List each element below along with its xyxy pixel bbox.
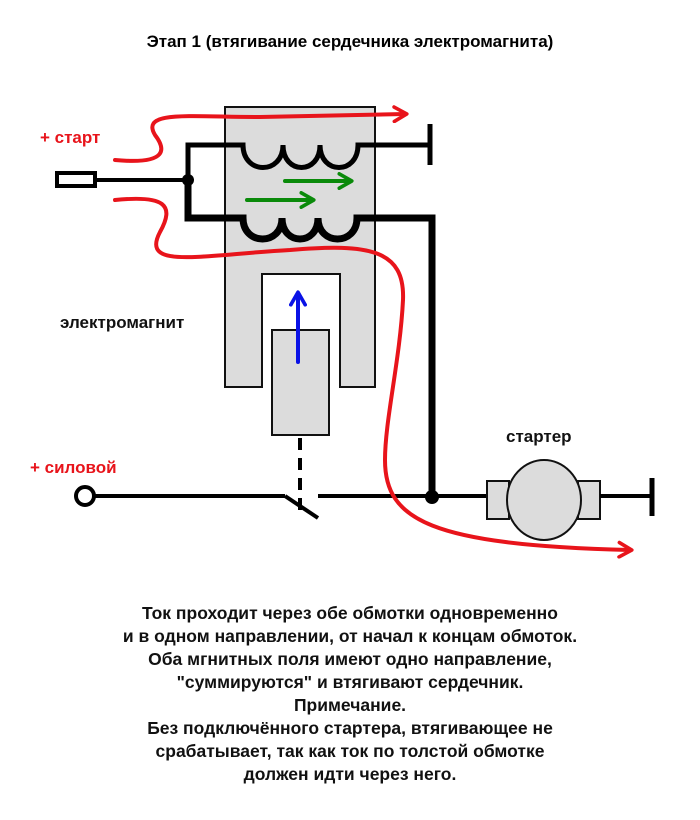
power-terminal xyxy=(74,485,96,507)
note-line: Без подключённого стартера, втягивающее … xyxy=(147,718,553,738)
note-line: должен идти через него. xyxy=(243,764,457,784)
pull-in-winding xyxy=(184,180,436,496)
starter-junction-dot xyxy=(425,490,439,504)
diagram-title: Этап 1 (втягивание сердечника электромаг… xyxy=(146,32,554,51)
start-terminal xyxy=(55,171,97,188)
explanation-notes: Ток проходит через обе обмотки одновреме… xyxy=(0,602,700,786)
start-label: + старт xyxy=(40,128,101,147)
note-line: Ток проходит через обе обмотки одновреме… xyxy=(142,603,558,623)
note-line: срабатывает, так как ток по толстой обмо… xyxy=(155,741,545,761)
holding-winding xyxy=(185,142,430,180)
starter-motor xyxy=(486,459,601,541)
current-path-holding xyxy=(113,105,409,163)
solenoid-circuit-diagram xyxy=(55,105,655,559)
note-line: и в одном направлении, от начал к концам… xyxy=(122,626,578,646)
note-line: "суммируются" и втягивают сердечник. xyxy=(176,672,524,692)
note-heading: Примечание. xyxy=(293,695,407,715)
starter-label: стартер xyxy=(506,427,572,446)
electromagnet-label: электромагнит xyxy=(60,313,185,332)
power-label: + силовой xyxy=(30,458,117,477)
core-plunger xyxy=(271,329,330,436)
note-line: Оба мгнитных поля имеют одно направление… xyxy=(148,649,552,669)
current-path-pull-in xyxy=(113,196,634,559)
